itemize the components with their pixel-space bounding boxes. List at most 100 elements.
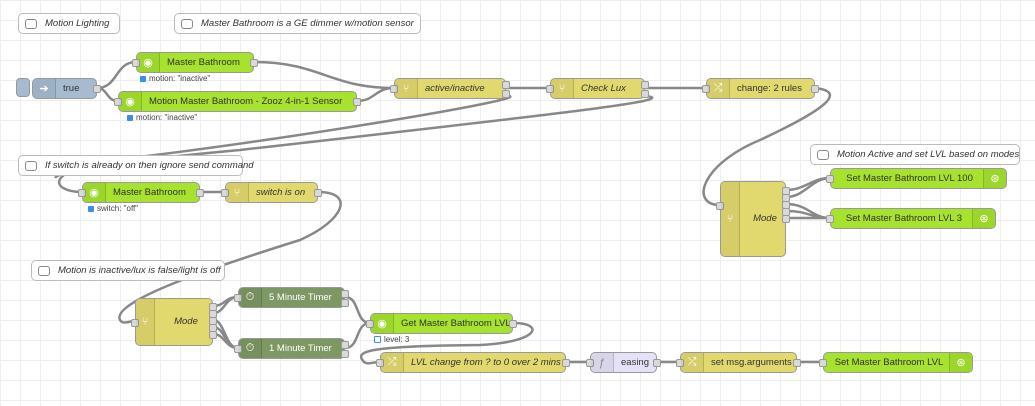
stopwatch-icon: ⏱ [239, 339, 262, 358]
input-port[interactable] [390, 85, 398, 93]
output-port[interactable] [341, 299, 349, 307]
input-port[interactable] [819, 359, 827, 367]
shuffle-icon: ⤮ [707, 79, 730, 98]
input-port[interactable] [131, 319, 139, 327]
input-port[interactable] [826, 215, 834, 223]
status-dot-icon [374, 336, 381, 344]
comment-motion-active-note[interactable]: Motion Active and set LVL based on modes [810, 144, 1020, 165]
speech-bubble-icon [25, 161, 37, 171]
node-label: switch is on [256, 187, 306, 198]
output-port[interactable] [196, 189, 204, 197]
output-port[interactable] [641, 90, 649, 98]
shuffle-icon: ⤮ [381, 353, 404, 372]
output-port[interactable] [314, 189, 322, 197]
call-service-set-lvl[interactable]: Set Master Bathroom LVL ⊛ [819, 352, 973, 373]
node-label: Set Master Bathroom LVL 3 [845, 213, 963, 224]
status-text: motion: "inactive" [136, 113, 198, 122]
input-port[interactable] [716, 202, 724, 210]
node-status: level: 3 [374, 335, 409, 345]
node-label: Mode [753, 213, 777, 224]
arrow-icon: ➔ [33, 79, 56, 98]
function-node-easing[interactable]: ƒ easing [586, 352, 661, 373]
output-port[interactable] [653, 359, 661, 367]
input-port[interactable] [221, 189, 229, 197]
branch-icon: ⑂ [395, 79, 418, 98]
function-icon: ƒ [591, 353, 614, 372]
output-port[interactable] [250, 59, 258, 67]
inject-button[interactable] [16, 78, 30, 97]
node-label: Motion Master Bathroom - Zooz 4-in-1 Sen… [149, 96, 343, 107]
input-port[interactable] [376, 359, 384, 367]
input-port[interactable] [114, 98, 122, 106]
output-port[interactable] [509, 320, 517, 328]
broadcast-icon: ◉ [119, 92, 142, 111]
output-port[interactable] [811, 85, 819, 93]
node-label: change: 2 rules [737, 83, 802, 94]
service-icon: ⊛ [983, 169, 1006, 188]
output-port[interactable] [502, 90, 510, 98]
ha-node-motion-zooz[interactable]: ◉ Motion Master Bathroom - Zooz 4-in-1 S… [114, 91, 361, 112]
output-port[interactable] [341, 341, 349, 349]
comment-label: Motion is inactive/lux is false/light is… [58, 265, 221, 276]
input-port[interactable] [132, 59, 140, 67]
output-port[interactable] [353, 98, 361, 106]
comment-master-bathroom-note[interactable]: Master Bathroom is a GE dimmer w/motion … [174, 13, 421, 34]
change-node-set-msg-arguments[interactable]: ⤮ set msg.arguments [676, 352, 801, 373]
output-port[interactable] [209, 331, 217, 339]
wire [785, 176, 831, 199]
timer-node-five-minute[interactable]: ⏱ 5 Minute Timer [234, 287, 349, 308]
wire [356, 86, 395, 103]
ha-node-master-bathroom[interactable]: ◉ Master Bathroom [132, 52, 258, 73]
switch-node-check-lux[interactable]: ⑂ Check Lux [546, 78, 649, 99]
output-port[interactable] [93, 85, 101, 93]
comment-label: Motion Lighting [45, 18, 110, 29]
output-port[interactable] [793, 359, 801, 367]
input-port[interactable] [546, 85, 554, 93]
ha-node-master-bathroom-switch[interactable]: ◉ Master Bathroom [78, 182, 204, 203]
call-service-set-lvl-100[interactable]: Set Master Bathroom LVL 100 ⊛ [826, 168, 1007, 189]
broadcast-icon: ◉ [371, 314, 394, 333]
output-port[interactable] [341, 350, 349, 358]
output-port[interactable] [782, 215, 790, 223]
input-port[interactable] [366, 320, 374, 328]
node-label: set msg.arguments [711, 357, 792, 368]
output-port[interactable] [502, 81, 510, 89]
node-status: switch: "off" [88, 204, 138, 214]
output-port[interactable] [341, 290, 349, 298]
input-port[interactable] [702, 85, 710, 93]
node-label: Check Lux [581, 83, 626, 94]
switch-node-mode-top[interactable]: ⑂ Mode [716, 181, 790, 257]
status-text: level: 3 [384, 335, 410, 344]
input-port[interactable] [676, 359, 684, 367]
status-dot-icon [140, 75, 146, 82]
node-label: Master Bathroom [113, 187, 186, 198]
input-port[interactable] [826, 175, 834, 183]
status-dot-icon [127, 114, 133, 121]
switch-node-active-inactive[interactable]: ⑂ active/inactive [390, 78, 510, 99]
comment-motion-lighting[interactable]: Motion Lighting [18, 13, 120, 34]
change-node-lvl-change[interactable]: ⤮ LVL change from ? to 0 over 2 mins [376, 352, 570, 373]
call-service-set-lvl-3[interactable]: Set Master Bathroom LVL 3 ⊛ [826, 208, 996, 229]
input-port[interactable] [586, 359, 594, 367]
branch-icon: ⑂ [226, 183, 249, 202]
input-port[interactable] [78, 189, 86, 197]
branch-icon: ⑂ [551, 79, 574, 98]
service-icon: ⊛ [949, 353, 972, 372]
switch-node-switch-is-on[interactable]: ⑂ switch is on [221, 182, 322, 203]
switch-node-mode-bottom[interactable]: ⑂ Mode [131, 298, 217, 346]
output-port[interactable] [641, 81, 649, 89]
change-node-two-rules[interactable]: ⤮ change: 2 rules [702, 78, 819, 99]
inject-node-true[interactable]: ➔ true [32, 78, 101, 99]
speech-bubble-icon [181, 19, 193, 29]
node-label: 1 Minute Timer [269, 343, 332, 354]
timer-node-one-minute[interactable]: ⏱ 1 Minute Timer [234, 338, 349, 359]
comment-ignore-note[interactable]: If switch is already on then ignore send… [18, 155, 254, 176]
shuffle-icon: ⤮ [681, 353, 704, 372]
input-port[interactable] [234, 345, 242, 353]
ha-node-get-lvl[interactable]: ◉ Get Master Bathroom LVL [366, 313, 517, 334]
input-port[interactable] [234, 294, 242, 302]
comment-motion-inactive-note[interactable]: Motion is inactive/lux is false/light is… [31, 260, 225, 281]
output-port[interactable] [562, 359, 570, 367]
node-label: true [63, 83, 80, 94]
